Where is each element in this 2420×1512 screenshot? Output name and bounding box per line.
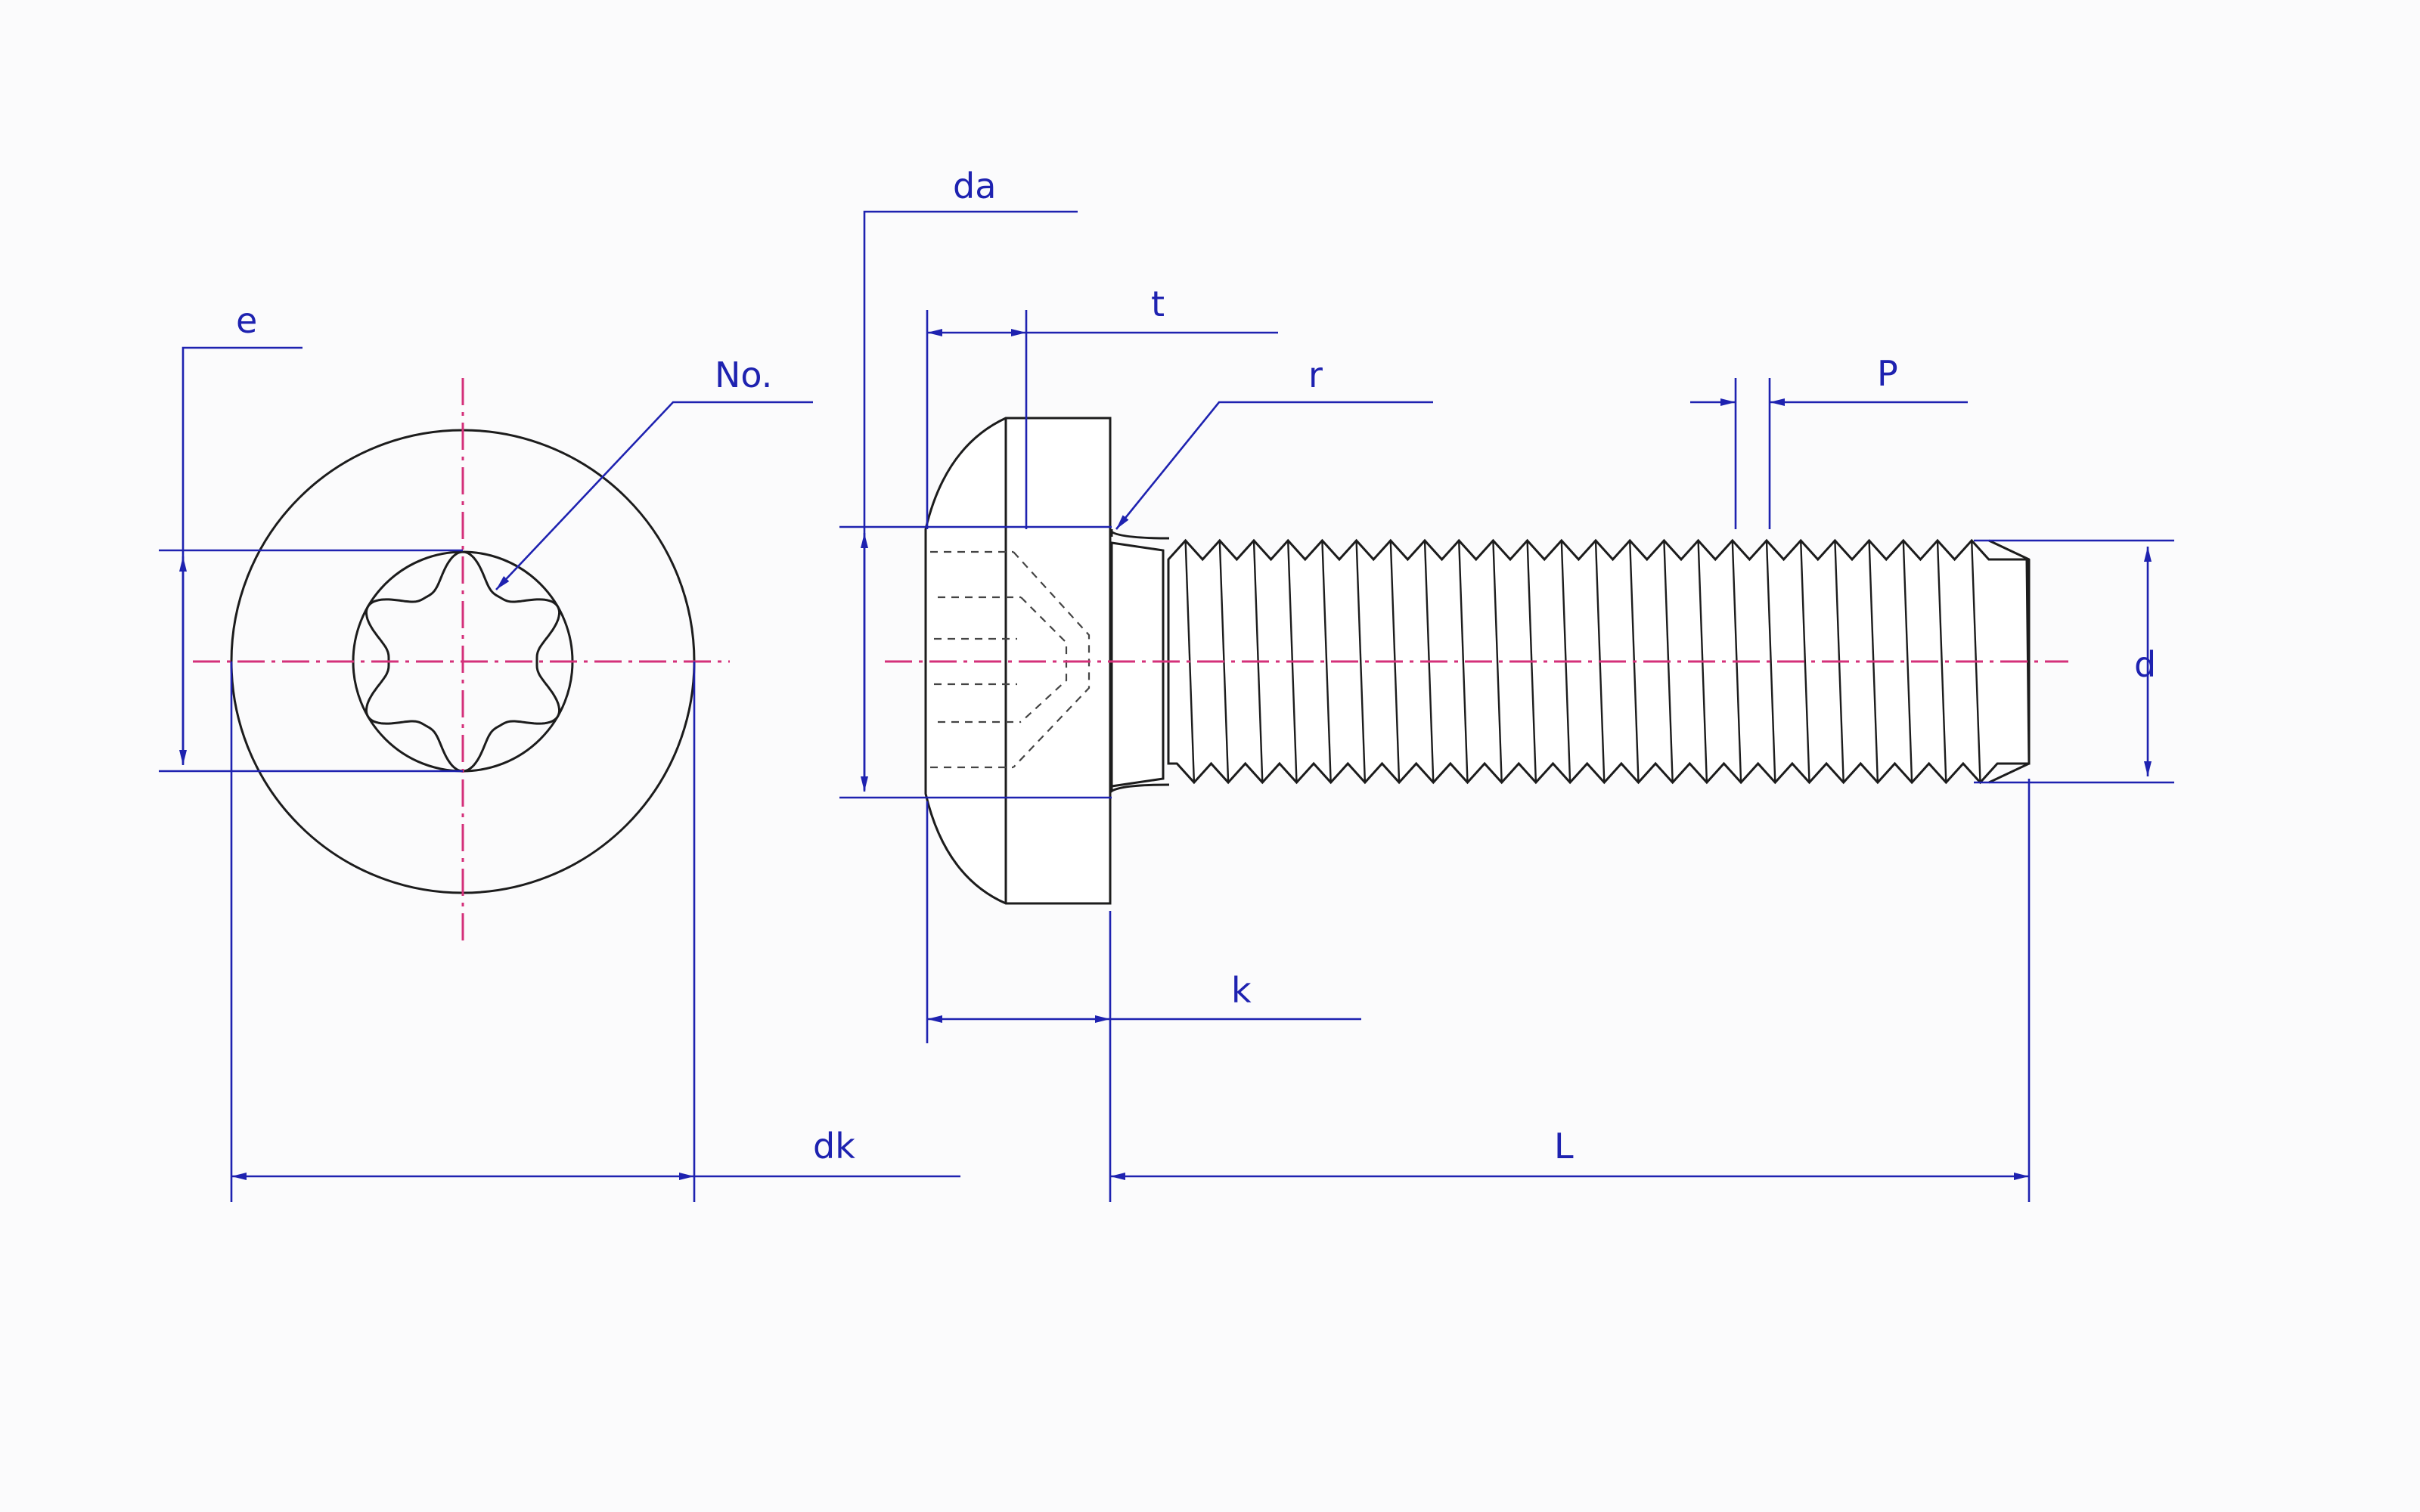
thread-flank-line	[1492, 540, 1503, 783]
leader-r: r	[1115, 355, 1433, 530]
leader-no: No.	[495, 355, 813, 590]
side-view	[885, 417, 2068, 905]
label-l: L	[1554, 1126, 1574, 1167]
thread-flank-line	[1936, 540, 1947, 783]
dimension-p: P	[1690, 353, 1968, 529]
thread-body	[1110, 538, 2031, 788]
thread-flank-line	[1902, 540, 1913, 783]
label-p: P	[1877, 353, 1898, 394]
label-dk: dk	[813, 1126, 855, 1167]
dimension-t: t	[926, 284, 1278, 529]
thread-flank-line	[1355, 540, 1367, 783]
thread-flank-line	[1458, 540, 1469, 783]
head-under-fillet	[1109, 529, 1170, 794]
label-e: e	[236, 300, 257, 341]
dimension-dk: dk	[230, 662, 960, 1202]
label-t: t	[1151, 284, 1165, 324]
thread-root-body	[1110, 541, 1165, 788]
end-view	[193, 378, 730, 941]
thread-flank-line	[1765, 540, 1776, 783]
head-dome-outline	[924, 417, 1112, 905]
dimension-l: L	[1110, 779, 2031, 1202]
label-no: No.	[715, 355, 772, 395]
dimension-d: d	[1974, 539, 2174, 784]
dimension-k: k	[926, 801, 1361, 1202]
thread-tip-chamfer	[1988, 539, 2031, 784]
thread-flank-line	[1800, 540, 1810, 783]
dimension-e: e	[159, 300, 463, 773]
label-da: da	[953, 166, 996, 206]
label-r: r	[1308, 355, 1323, 395]
thread-flank-line	[1321, 540, 1332, 783]
label-d: d	[2134, 644, 2156, 685]
dimension-da: da	[839, 166, 1112, 799]
label-k: k	[1231, 970, 1252, 1011]
